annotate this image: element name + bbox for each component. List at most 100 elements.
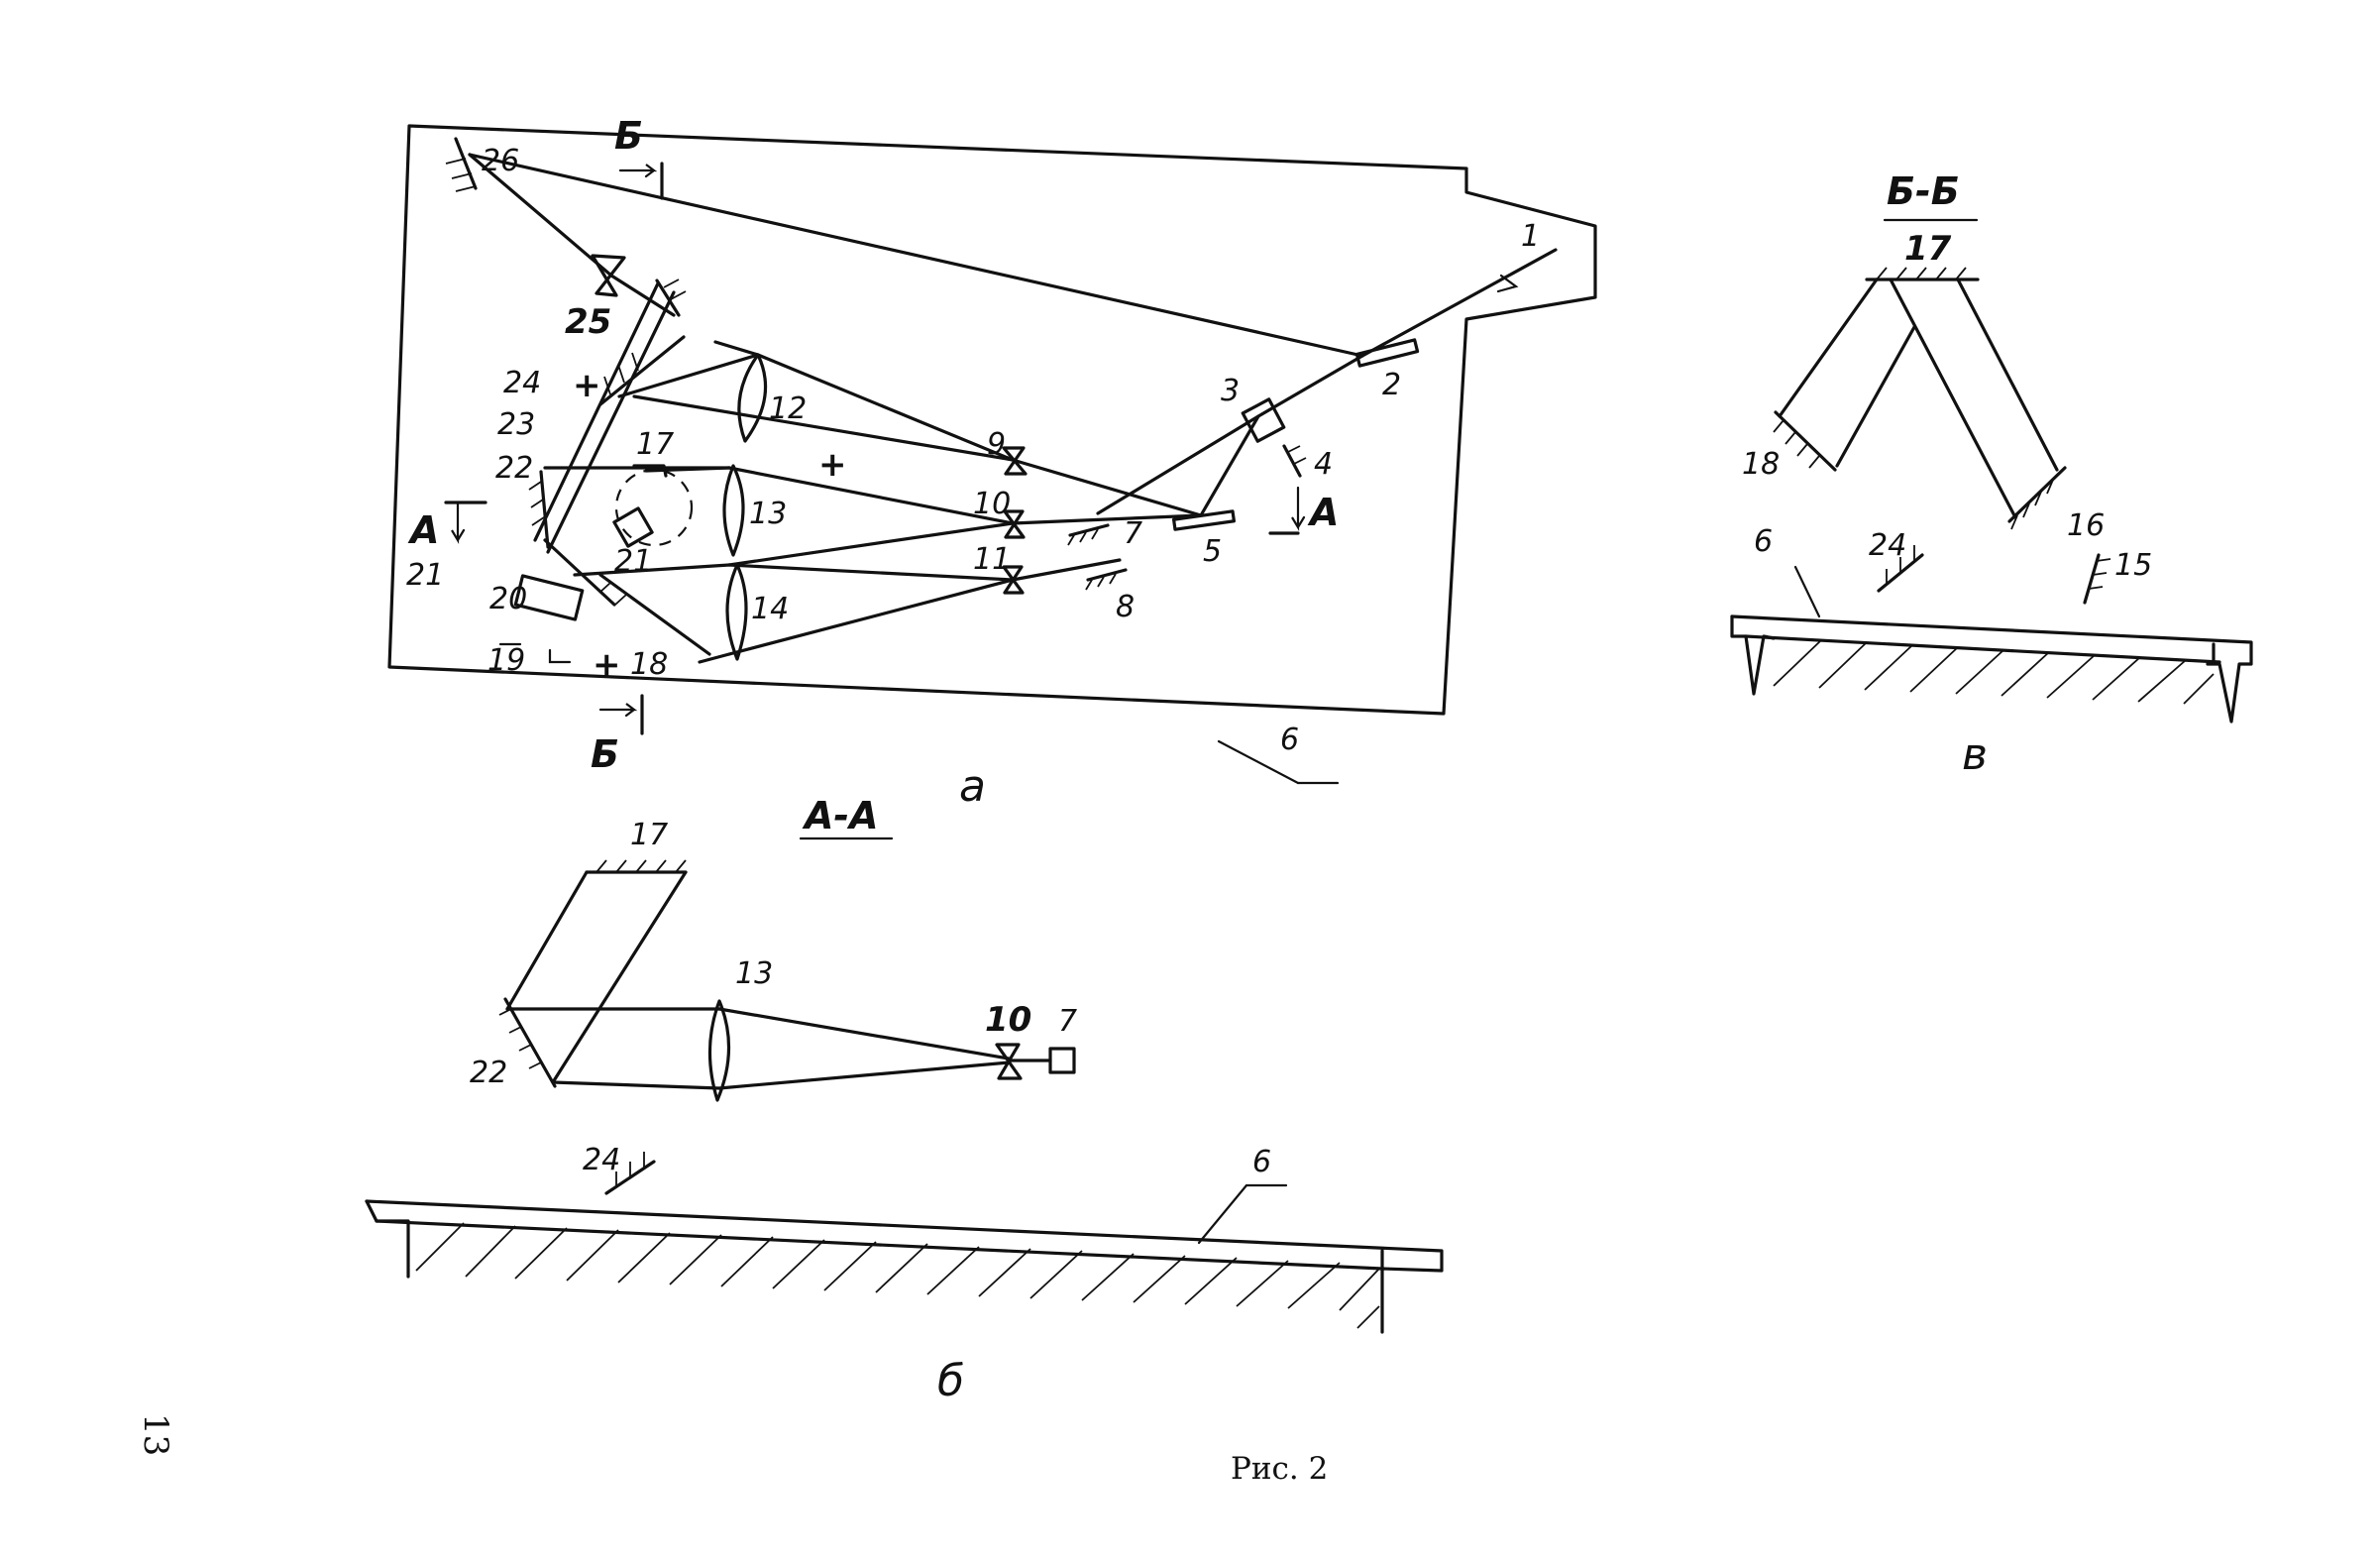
- section-bb-label-16: 16: [2067, 508, 2105, 543]
- label-25: 25: [565, 302, 611, 342]
- label-23: 23: [497, 407, 535, 442]
- prism-23-circle: [614, 468, 694, 547]
- section-bb-mirror-24: [1877, 545, 1924, 593]
- label-4: 4: [1314, 447, 1333, 482]
- housing-outline: [387, 124, 1597, 716]
- mirror-4-plan: [1282, 444, 1307, 478]
- section-bb-mirror-15: [2083, 553, 2111, 605]
- label-5: 5: [1203, 534, 1222, 569]
- view-b-section-aa: А-А: [365, 794, 1444, 1406]
- element-3-cube: [1241, 397, 1286, 443]
- section-aa-base-hatch: [415, 1222, 1380, 1329]
- label-6: 6: [1280, 723, 1299, 757]
- label-18: 18: [630, 647, 668, 682]
- section-mark-a-left: А: [407, 508, 439, 552]
- section-aa-lens-13: [707, 999, 731, 1102]
- section-aa-label-7: 7: [1058, 1004, 1077, 1039]
- section-aa-lens-10: [995, 1043, 1023, 1080]
- section-bb-label-17: 17: [1904, 229, 1952, 269]
- figure-caption: Рис. 2: [1231, 1451, 1328, 1487]
- view-a-labels: 1 2 3 4 5 6 7 8 9 10 11 12 13 14 17 18 1…: [406, 114, 1540, 812]
- mirror-17-plan: [632, 464, 668, 478]
- section-aa-element-7: [1048, 1047, 1076, 1074]
- section-marks: [444, 162, 1340, 785]
- plus-sign-3: +: [593, 645, 621, 685]
- label-7: 7: [1124, 516, 1142, 551]
- section-mark-a-right: А: [1307, 491, 1339, 534]
- view-v-section-bb: Б-Б: [1730, 169, 2253, 780]
- beam-paths: [468, 153, 1558, 664]
- mirror-24-plan: [598, 335, 686, 406]
- view-a-plan: 1 2 3 4 5 6 7 8 9 10 11 12 13 14 17 18 1…: [387, 114, 1597, 812]
- section-aa-label-13: 13: [735, 956, 773, 991]
- element-20: [513, 574, 585, 621]
- lens-25-negative: [591, 254, 626, 297]
- section-bb-title: Б-Б: [1887, 169, 1960, 213]
- lens-10-negative: [1003, 509, 1026, 539]
- mirrors: [445, 137, 1307, 656]
- lens-12: [737, 353, 768, 443]
- label-11: 11: [973, 542, 1011, 577]
- label-9: 9: [987, 427, 1006, 462]
- optical-elements: [513, 254, 1420, 661]
- section-bb-label-24: 24: [1869, 528, 1906, 563]
- section-aa-title: А-А: [802, 794, 879, 837]
- mirror-26: [445, 137, 478, 192]
- section-bb-base-hatch: [1773, 639, 2215, 705]
- section-aa-label-24: 24: [583, 1143, 620, 1177]
- section-aa-base-plate: [365, 1199, 1444, 1334]
- section-aa-label-22: 22: [470, 1056, 507, 1090]
- section-aa-label-17: 17: [630, 818, 668, 852]
- lens-13: [722, 464, 745, 557]
- label-22: 22: [495, 451, 533, 486]
- label-14: 14: [751, 592, 789, 626]
- mirror-upper: [655, 279, 687, 317]
- label-3: 3: [1221, 374, 1240, 408]
- label-2: 2: [1382, 368, 1401, 402]
- label-26: 26: [482, 144, 519, 178]
- view-v-letter: в: [1962, 729, 1988, 780]
- view-b-letter: б: [937, 1356, 964, 1406]
- section-bb-mirror-18: [1773, 410, 1837, 472]
- label-8: 8: [1116, 590, 1135, 624]
- view-a-letter: а: [959, 761, 986, 812]
- section-aa-beams: [505, 870, 1052, 1090]
- mirror-8-plan: [1085, 568, 1128, 591]
- lens-14: [725, 563, 748, 661]
- label-20: 20: [489, 582, 527, 616]
- label-12: 12: [769, 391, 807, 426]
- input-beam-arrow: [1496, 274, 1519, 293]
- section-mark-b-bottom: Б: [591, 732, 619, 776]
- section-bb-base-plate: [1730, 614, 2253, 724]
- section-bb-label-6: 6: [1754, 524, 1773, 559]
- label-1: 1: [1521, 219, 1540, 254]
- section-mark-b-top: Б: [614, 114, 643, 158]
- label-10: 10: [973, 487, 1011, 521]
- page-number: 13: [136, 1413, 175, 1456]
- section-bb-beams: [1778, 278, 2059, 519]
- label-21b: 21: [614, 544, 652, 579]
- section-aa-mirror-22: [498, 997, 557, 1088]
- label-21a: 21: [406, 558, 444, 593]
- label-13: 13: [749, 497, 787, 531]
- label-24: 24: [503, 366, 541, 400]
- label-17: 17: [636, 427, 674, 462]
- mirror-21-plan: [598, 573, 711, 656]
- section-bb-mirror-16: [2007, 466, 2067, 530]
- plus-sign-1: +: [573, 366, 601, 405]
- section-aa-label-6: 6: [1252, 1145, 1271, 1179]
- section-aa-mirror-17: [585, 859, 688, 874]
- mirror-22-plan: [528, 470, 550, 549]
- prism-23: [612, 506, 654, 548]
- section-bb-mirror-17: [1865, 267, 1980, 281]
- section-aa-label-10: 10: [985, 1000, 1031, 1040]
- section-bb-label-18: 18: [1742, 447, 1780, 482]
- section-bb-label-15: 15: [2114, 548, 2152, 583]
- section-aa-mirror-24: [604, 1152, 656, 1195]
- lens-11-negative: [1002, 565, 1025, 595]
- element-2-plate: [1354, 338, 1420, 368]
- mirror-7-plan: [1067, 523, 1110, 546]
- label-19: 19: [487, 643, 525, 678]
- plus-sign-2: +: [818, 445, 847, 485]
